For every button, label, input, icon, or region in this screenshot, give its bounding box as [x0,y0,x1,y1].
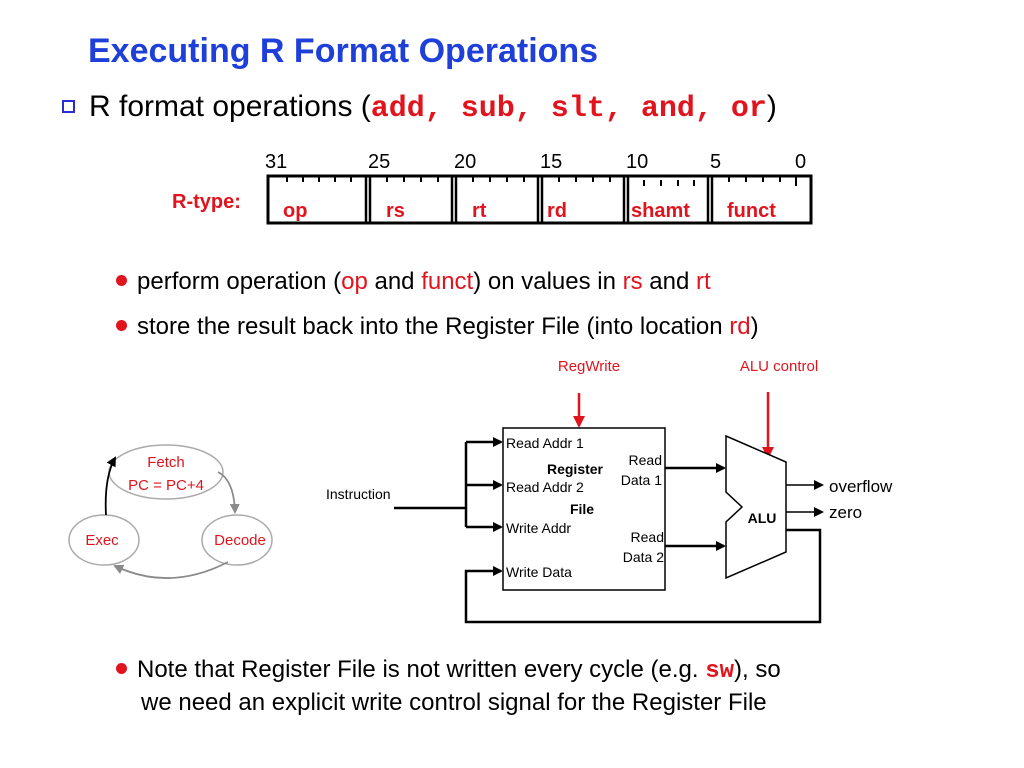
file-label: File [570,501,594,517]
instruction-label: Instruction [326,486,391,502]
read-label-2: Read [631,529,664,545]
bit-pos-20: 20 [454,151,476,173]
subtitle-ops: add, sub, slt, and, or [370,92,767,126]
r-format-ops-line: R format operations (add, sub, slt, and,… [62,90,777,126]
bullet-part: rt [696,268,711,295]
field-rt: rt [472,200,487,222]
fetch-sub-label: PC = PC+4 [128,477,204,494]
note-prefix: Note that Register File is not written e… [137,656,706,683]
note-line-1: Note that Register File is not written e… [116,656,781,685]
bullet-dot-icon [116,663,127,674]
bullet-part: store the result back into the Register … [137,313,730,340]
register-file-box [502,427,666,591]
rtype-bit-ticks [286,176,797,186]
rtype-outer-box [266,174,813,225]
result-feedback-wire [464,528,822,624]
decode-ellipse [201,514,273,566]
field-op: op [283,200,307,222]
bit-pos-0: 0 [795,151,806,173]
bullet-part: ) [750,313,759,340]
page-title: Executing R Format Operations [88,32,599,70]
bullet-part: perform operation ( [137,268,342,295]
note-code: sw [705,658,735,685]
bullet-part: rd [729,313,751,340]
register-label: Register [547,461,604,477]
fetch-label: Fetch [147,454,185,471]
exec-to-fetch-arrow [104,456,116,516]
field-funct: funct [727,200,776,222]
alu-shape [725,434,787,580]
decode-label: Decode [214,532,266,549]
subtitle-prefix: R format operations ( [89,90,371,123]
read-addr2-label: Read Addr 2 [506,479,584,495]
exec-label: Exec [85,532,119,549]
decode-to-exec-arrow [113,561,229,579]
data2-label: Data 2 [623,549,664,565]
write-data-label: Write Data [506,564,572,580]
alu-label: ALU [748,510,777,526]
datapath: RegWrite ALU control Read Addr 1 Read Ad… [326,358,893,624]
bullet-perform-operation: perform operation (op and funct) on valu… [116,268,711,296]
bit-pos-25: 25 [368,151,390,173]
bullet-part: funct [421,268,474,295]
bullet-store-result: store the result back into the Register … [116,313,759,341]
data1-label: Data 1 [621,472,662,488]
field-rs: rs [386,200,405,222]
read-addr1-label: Read Addr 1 [506,435,584,451]
note-line-2: we need an explicit write control signal… [141,689,767,716]
note-suffix: ), so [734,656,781,683]
bullet-part: rs [622,268,643,295]
rtype-format: 31 25 20 15 10 5 0 R-type: op rs rt rd s… [172,151,813,225]
rtype-label: R-type: [172,191,241,213]
exec-ellipse [68,514,140,566]
bullet-dot-icon [116,320,127,331]
bit-pos-31: 31 [265,151,287,173]
bullet-part: and [642,268,697,295]
bit-pos-15: 15 [540,151,562,173]
square-bullet-icon [62,100,75,113]
zero-label: zero [829,503,862,522]
fetch-to-decode-arrow [217,471,240,514]
field-rd: rd [547,200,567,222]
write-addr-label: Write Addr [506,520,571,536]
bit-pos-5: 5 [710,151,721,173]
overflow-label: overflow [829,477,893,496]
regwrite-label: RegWrite [558,358,620,375]
alu-control-label: ALU control [740,358,818,375]
bullet-part: and [367,268,422,295]
read-label-1: Read [629,452,662,468]
rtype-field-dividers [364,176,714,223]
bullet-dot-icon [116,275,127,286]
field-shamt: shamt [631,200,690,222]
instruction-cycle: Fetch PC = PC+4 Exec Decode [68,444,273,579]
bullet-text: perform operation (op and funct) on valu… [137,268,711,295]
bit-pos-10: 10 [626,151,648,173]
bullet-part: op [341,268,368,295]
bullet-part: ) on values in [473,268,623,295]
subtitle-suffix: ) [766,90,777,123]
bullet-text: store the result back into the Register … [137,313,759,340]
